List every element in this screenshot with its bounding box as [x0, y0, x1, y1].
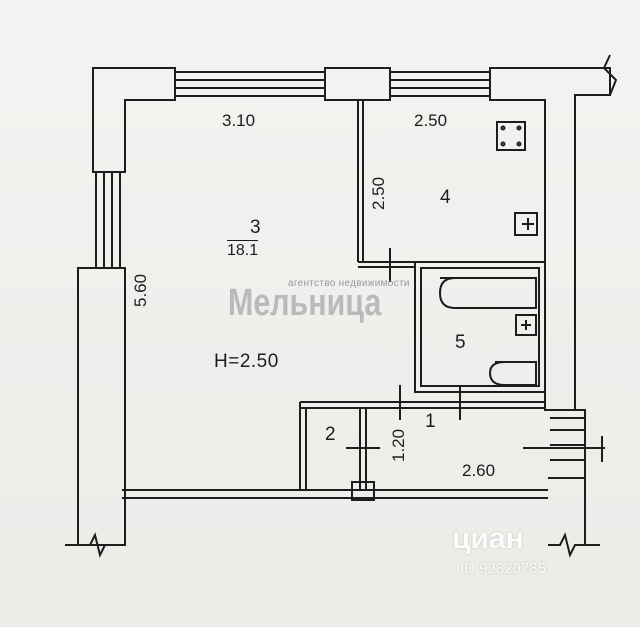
vent-box	[351, 481, 375, 501]
room-number-hall: 1	[425, 411, 436, 432]
wall-top-right	[489, 67, 611, 411]
window-top-right	[390, 71, 490, 97]
window-right	[550, 417, 585, 461]
agency-watermark-name: Мельница	[228, 282, 382, 324]
wall-break-bottom-right	[548, 532, 600, 558]
wall-top-left	[92, 67, 176, 173]
wall-pier-top	[324, 67, 391, 101]
wall-right-lower	[548, 409, 586, 545]
dimension-hall-length: 1.20	[389, 428, 408, 462]
toilet	[488, 361, 537, 386]
wall-break-top-right	[602, 54, 618, 96]
bathtub	[438, 277, 537, 309]
window-top-left	[175, 71, 325, 97]
room-number-bath: 5	[455, 332, 466, 353]
wall-bottom	[122, 489, 548, 499]
window-left	[95, 172, 121, 268]
ceiling-height: H=2.50	[214, 351, 279, 372]
room-number-main: 3	[250, 217, 261, 238]
bathroom-inner	[420, 267, 540, 387]
dimension-main-width: 3.10	[222, 111, 256, 130]
cian-watermark: циан	[452, 522, 524, 555]
partition-hall-top	[300, 401, 545, 409]
dimension-kitchen-length: 2.50	[369, 176, 388, 210]
dimension-hall-width: 2.60	[462, 461, 496, 480]
kitchen-sink	[514, 212, 538, 236]
dimension-kitchen-width: 2.50	[414, 111, 448, 130]
bath-sink	[515, 314, 537, 336]
door-marks	[346, 248, 605, 462]
wall-left-lower	[77, 267, 126, 546]
partition-closet	[299, 402, 307, 490]
wall-break-bottom-left	[65, 532, 122, 558]
kitchen-stove	[496, 121, 526, 151]
room-area-main: 18.1	[227, 240, 259, 259]
dimension-main-length: 5.60	[131, 273, 150, 307]
agency-watermark-caption: агентство недвижимости	[288, 278, 410, 289]
room-number-closet: 2	[325, 424, 336, 445]
partition-kitchen-left	[357, 100, 364, 262]
room-number-kitchen: 4	[440, 187, 451, 208]
listing-id-watermark: ID 92320785	[460, 560, 546, 577]
bathroom-walls	[414, 261, 546, 393]
